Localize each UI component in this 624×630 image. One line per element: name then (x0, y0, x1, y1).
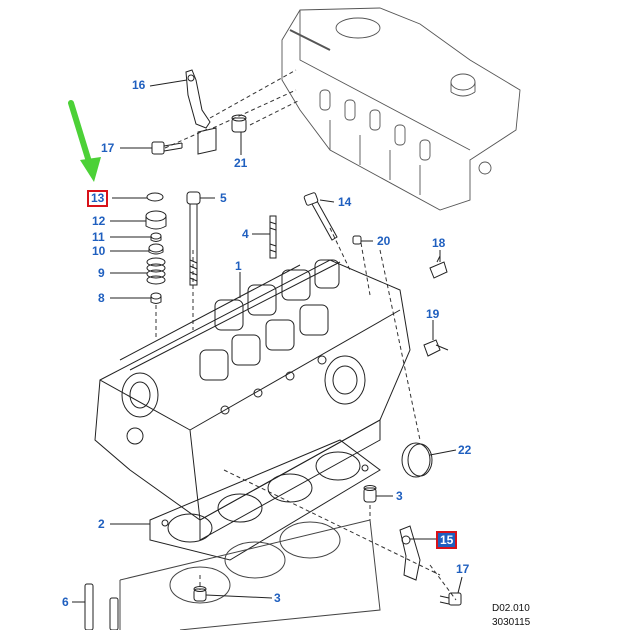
callout-9: 9 (98, 266, 105, 280)
pins-6 (84, 583, 119, 630)
callout-13-highlighted[interactable]: 13 (87, 190, 109, 207)
callout-3-lower: 3 (274, 591, 281, 605)
reference-number: 3030115 (492, 617, 531, 628)
callout-2: 2 (98, 517, 105, 531)
callout-6: 6 (62, 595, 69, 609)
callout-17: 17 (101, 141, 115, 155)
callout-10: 10 (92, 244, 106, 258)
dowel-3-upper (363, 485, 377, 503)
callout-18: 18 (432, 236, 446, 250)
callout-8: 8 (98, 291, 105, 305)
seal-22 (401, 442, 433, 478)
dowel-3-lower (193, 586, 207, 602)
head-gasket-2 (149, 439, 381, 561)
assembly-guide-lines (155, 69, 457, 601)
bolt-17-lower (439, 592, 462, 606)
leader-lines (72, 79, 463, 603)
bracket-15 (399, 525, 421, 581)
callout-3-upper: 3 (396, 489, 403, 503)
callout-15-highlighted[interactable]: 15 (436, 531, 458, 549)
callout-12: 12 (92, 214, 106, 228)
head-bolt-5 (186, 191, 201, 286)
cylinder-head-1 (94, 259, 411, 541)
callout-14: 14 (338, 195, 352, 209)
bracket-16 (185, 69, 217, 155)
callout-16: 16 (132, 78, 146, 92)
callout-21: 21 (234, 156, 248, 170)
stud-4 (269, 215, 277, 259)
bolt-17-upper (151, 141, 183, 155)
bolt-14 (303, 192, 338, 241)
plug-20 (352, 235, 362, 245)
callout-20: 20 (377, 234, 391, 248)
engine-block-background (281, 7, 521, 211)
green-arrow-icon (68, 100, 101, 182)
callout-22: 22 (458, 443, 472, 457)
engine-block-lower (119, 519, 381, 630)
sensor-19 (423, 339, 449, 357)
reference-code: D02.010 (492, 603, 530, 614)
sensor-18 (429, 255, 448, 279)
plug-21 (231, 114, 247, 133)
callout-1: 1 (235, 259, 242, 273)
callout-4: 4 (242, 227, 249, 241)
callout-5: 5 (220, 191, 227, 205)
callout-17-lower: 17 (456, 562, 470, 576)
callout-11: 11 (92, 230, 105, 244)
callout-19: 19 (426, 307, 440, 321)
valve-parts-stack (145, 192, 167, 304)
